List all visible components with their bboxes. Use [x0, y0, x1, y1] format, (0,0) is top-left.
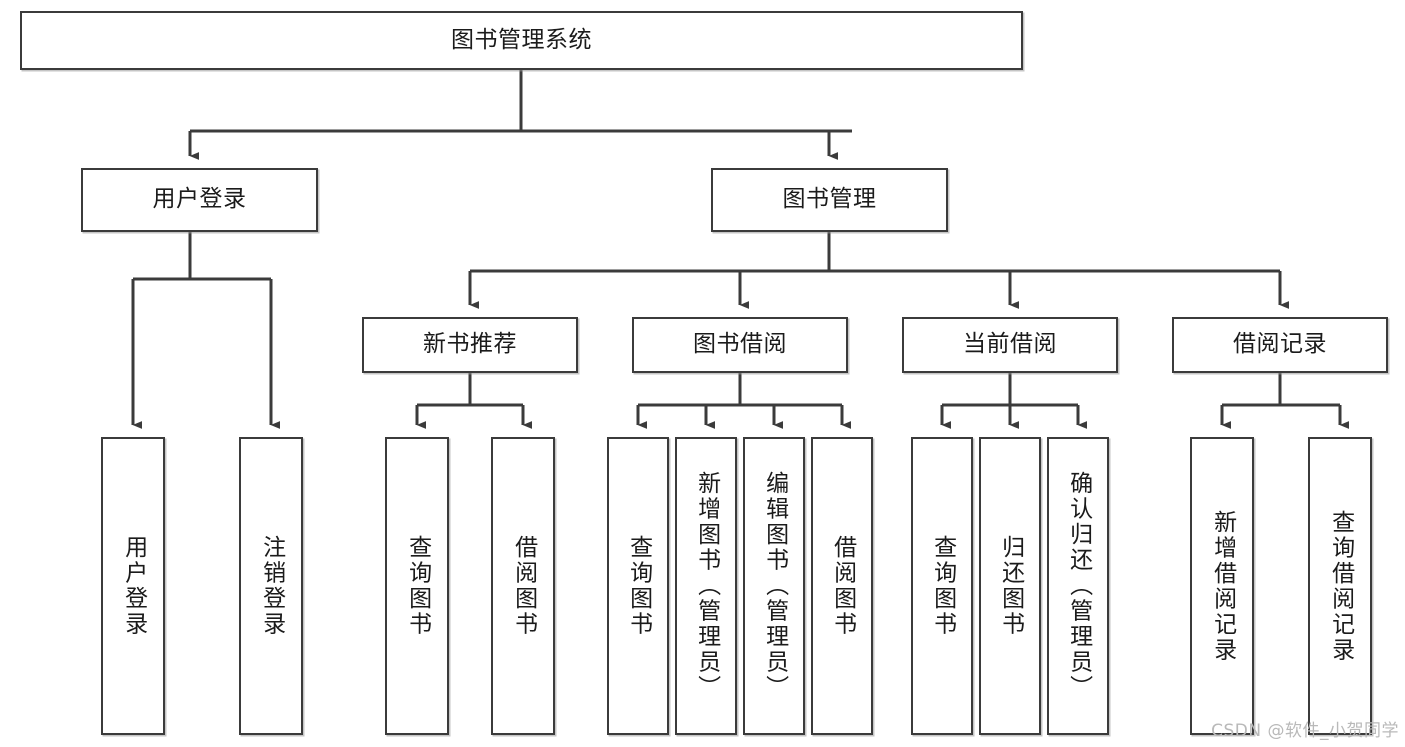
node-borrow-record[interactable]: 借阅记录	[1172, 317, 1388, 373]
node-leaf-add-record-label: 新增借阅记录	[1209, 509, 1236, 663]
node-leaf-query-book-3[interactable]: 查询图书	[911, 437, 973, 735]
node-leaf-add-book-label: 新增图书（管理员）	[693, 471, 720, 701]
node-current-borrow-label: 当前借阅	[963, 331, 1057, 358]
node-leaf-query-book-1-label: 查询图书	[404, 535, 431, 637]
node-leaf-return-book[interactable]: 归还图书	[979, 437, 1041, 735]
node-leaf-add-book[interactable]: 新增图书（管理员）	[675, 437, 737, 735]
node-leaf-add-record[interactable]: 新增借阅记录	[1190, 437, 1254, 735]
node-leaf-logout-login-label: 注销登录	[258, 535, 285, 637]
node-leaf-return-book-label: 归还图书	[997, 535, 1024, 637]
node-leaf-query-book-2-label: 查询图书	[625, 535, 652, 637]
node-user-login[interactable]: 用户登录	[81, 168, 318, 232]
node-leaf-borrow-book-2[interactable]: 借阅图书	[811, 437, 873, 735]
node-book-borrow[interactable]: 图书借阅	[632, 317, 848, 373]
node-current-borrow[interactable]: 当前借阅	[902, 317, 1118, 373]
node-leaf-confirm-return-label: 确认归还（管理员）	[1065, 471, 1092, 701]
node-leaf-logout-login[interactable]: 注销登录	[239, 437, 303, 735]
node-book-management-label: 图书管理	[782, 186, 877, 213]
node-leaf-borrow-book-2-label: 借阅图书	[829, 535, 856, 637]
node-leaf-edit-book-label: 编辑图书（管理员）	[761, 471, 788, 701]
node-book-management[interactable]: 图书管理	[711, 168, 948, 232]
node-leaf-query-book-1[interactable]: 查询图书	[385, 437, 449, 735]
node-leaf-borrow-book-1-label: 借阅图书	[510, 535, 537, 637]
node-leaf-query-record-label: 查询借阅记录	[1327, 509, 1354, 663]
node-user-login-label: 用户登录	[152, 186, 247, 213]
node-leaf-query-book-2[interactable]: 查询图书	[607, 437, 669, 735]
node-leaf-user-login[interactable]: 用户登录	[101, 437, 165, 735]
node-new-book-recommend-label: 新书推荐	[423, 331, 517, 358]
node-leaf-query-record[interactable]: 查询借阅记录	[1308, 437, 1372, 735]
node-leaf-borrow-book-1[interactable]: 借阅图书	[491, 437, 555, 735]
node-leaf-query-book-3-label: 查询图书	[929, 535, 956, 637]
node-root-label: 图书管理系统	[451, 26, 592, 53]
node-book-borrow-label: 图书借阅	[693, 331, 787, 358]
node-borrow-record-label: 借阅记录	[1233, 331, 1327, 358]
node-leaf-user-login-label: 用户登录	[120, 535, 147, 637]
node-leaf-confirm-return[interactable]: 确认归还（管理员）	[1047, 437, 1109, 735]
node-leaf-edit-book[interactable]: 编辑图书（管理员）	[743, 437, 805, 735]
node-new-book-recommend[interactable]: 新书推荐	[362, 317, 578, 373]
node-root[interactable]: 图书管理系统	[20, 11, 1023, 70]
